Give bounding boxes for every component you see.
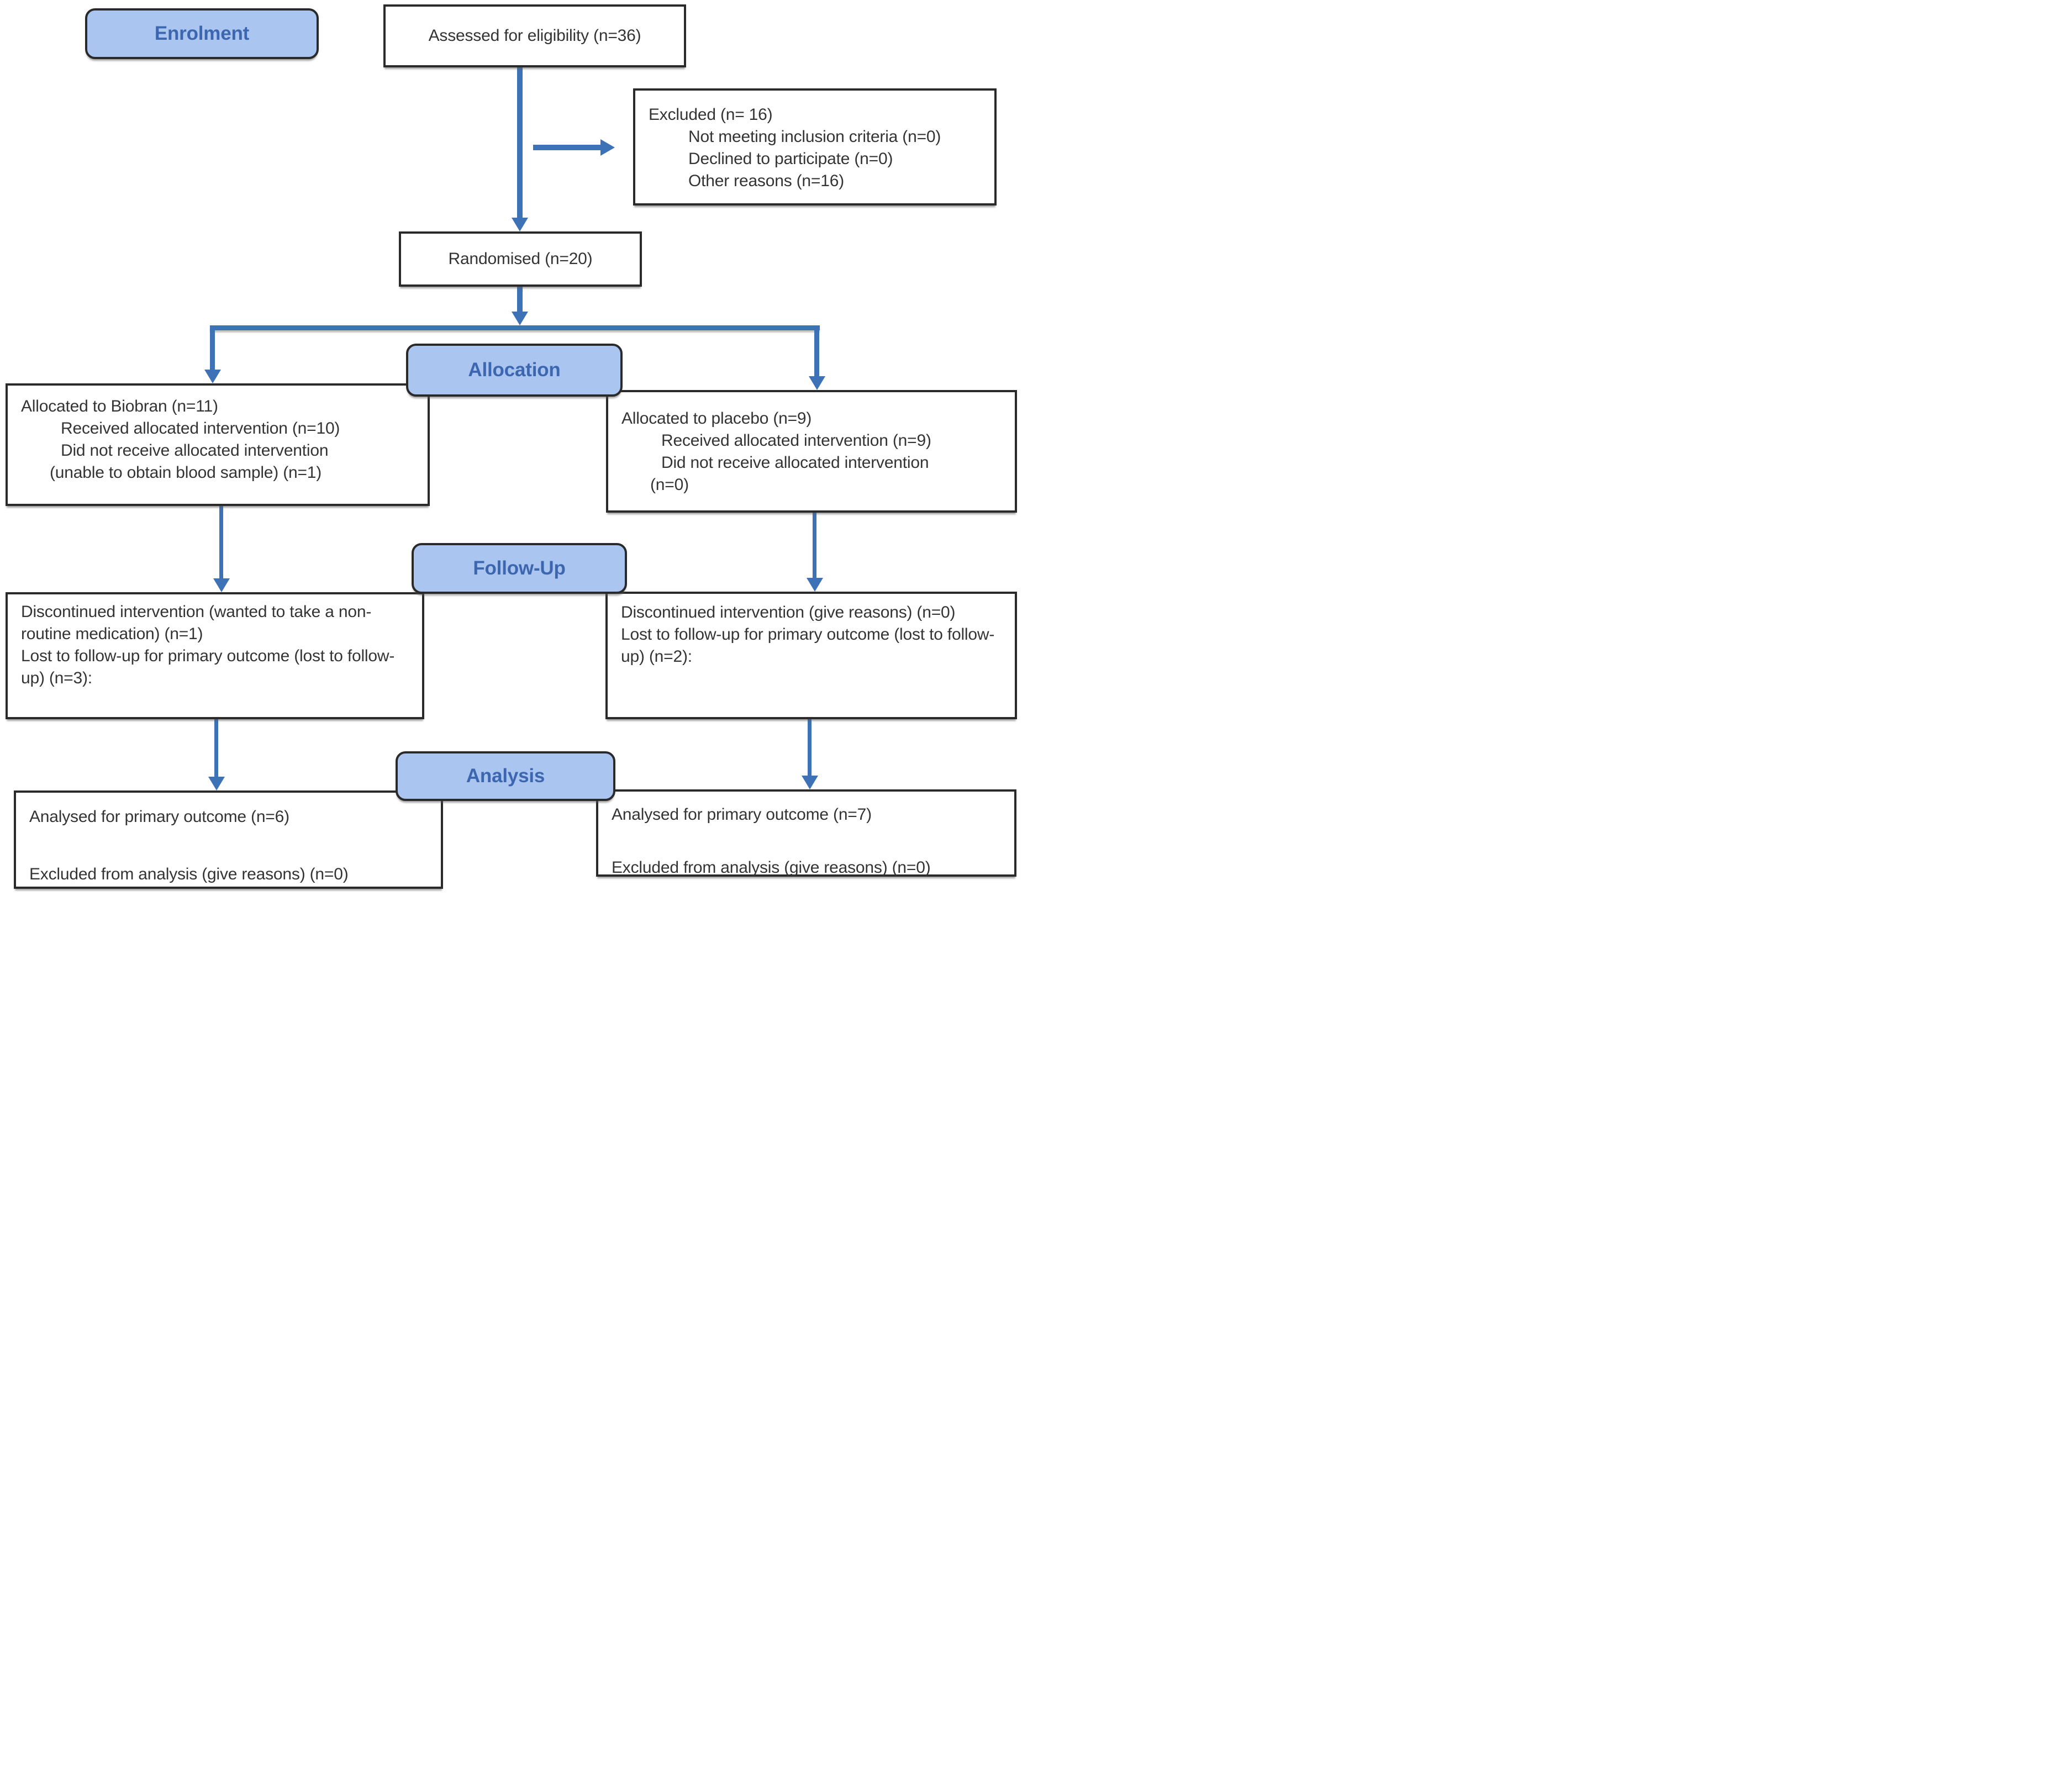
- phase-label-followup: Follow-Up: [412, 543, 627, 594]
- excluded-title: Excluded (n= 16): [649, 106, 773, 124]
- phase-label-followup-text: Follow-Up: [473, 557, 566, 579]
- followup-right-line: Lost to follow-up for primary outcome (l…: [621, 625, 995, 666]
- assessed-box: Assessed for eligibility (n=36): [383, 4, 686, 67]
- excluded-item: Declined to participate (n=0): [688, 150, 893, 168]
- phase-label-analysis-text: Analysis: [466, 765, 545, 787]
- randomised-text: Randomised (n=20): [448, 250, 593, 268]
- alloc-right-line: Allocated to placebo (n=9): [621, 409, 812, 428]
- followup-placebo-box: Discontinued intervention (give reasons)…: [605, 592, 1017, 719]
- analysis-placebo-box: Analysed for primary outcome (n=7) Exclu…: [596, 789, 1016, 877]
- arrow-biobran-to-analysis: [214, 719, 218, 777]
- phase-label-analysis: Analysis: [396, 751, 615, 801]
- excluded-item: Not meeting inclusion criteria (n=0): [688, 128, 941, 146]
- alloc-left-line: Received allocated intervention (n=10): [61, 419, 340, 438]
- phase-label-enrolment-text: Enrolment: [154, 23, 250, 44]
- followup-left-line: Discontinued intervention (wanted to tak…: [21, 603, 372, 643]
- arrow-assessed-to-randomised: [517, 67, 523, 218]
- excluded-item: Other reasons (n=16): [688, 172, 844, 190]
- phase-label-allocation-text: Allocation: [468, 359, 561, 381]
- arrow-split-to-biobran: [210, 330, 215, 370]
- arrow-randomised-to-split: [517, 287, 523, 312]
- assessed-text: Assessed for eligibility (n=36): [428, 27, 641, 45]
- alloc-right-line: Did not receive allocated intervention: [661, 454, 929, 472]
- consort-flow-diagram: Enrolment Assessed for eligibility (n=36…: [0, 0, 1028, 896]
- arrow-to-excluded: [533, 145, 600, 150]
- analysis-left-line: Excluded from analysis (give reasons) (n…: [29, 865, 349, 883]
- alloc-left-line: Allocated to Biobran (n=11): [21, 397, 218, 415]
- alloc-right-line: Received allocated intervention (n=9): [661, 431, 931, 450]
- arrow-placebo-to-followup: [813, 513, 816, 578]
- alloc-left-line: Did not receive allocated intervention: [61, 441, 329, 460]
- arrow-placebo-to-analysis: [808, 719, 812, 776]
- arrow-split-to-placebo: [814, 330, 819, 376]
- analysis-right-line: Analysed for primary outcome (n=7): [612, 805, 872, 824]
- phase-label-allocation: Allocation: [406, 344, 623, 397]
- arrow-biobran-to-followup: [219, 506, 223, 578]
- split-bar: [210, 325, 820, 330]
- followup-biobran-box: Discontinued intervention (wanted to tak…: [6, 592, 424, 719]
- randomised-box: Randomised (n=20): [399, 231, 642, 287]
- analysis-left-line: Analysed for primary outcome (n=6): [29, 808, 289, 826]
- allocation-placebo-box: Allocated to placebo (n=9) Received allo…: [606, 390, 1017, 513]
- phase-label-enrolment: Enrolment: [85, 8, 319, 59]
- alloc-left-line: (unable to obtain blood sample) (n=1): [50, 463, 322, 482]
- alloc-right-line: (n=0): [650, 476, 689, 494]
- allocation-biobran-box: Allocated to Biobran (n=11) Received all…: [6, 383, 430, 506]
- followup-right-line: Discontinued intervention (give reasons)…: [621, 603, 956, 621]
- followup-left-line: Lost to follow-up for primary outcome (l…: [21, 647, 395, 687]
- analysis-right-line: Excluded from analysis (give reasons) (n…: [612, 858, 931, 877]
- analysis-biobran-box: Analysed for primary outcome (n=6) Exclu…: [14, 790, 443, 889]
- excluded-box: Excluded (n= 16) Not meeting inclusion c…: [633, 88, 997, 205]
